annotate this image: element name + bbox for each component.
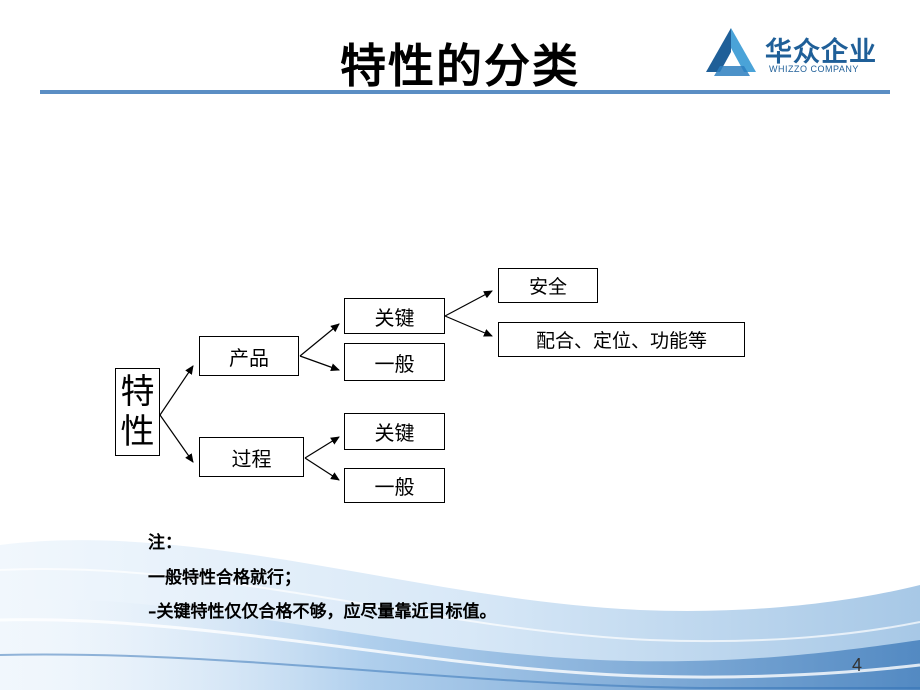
node-root-characteristic: 特性	[115, 368, 160, 456]
connector-root-product	[159, 365, 194, 416]
node-product-general: 一般	[344, 343, 445, 381]
node-key-fit-position-function: 配合、定位、功能等	[498, 322, 745, 357]
node-key-safety: 安全	[498, 268, 598, 303]
connector-key-fit	[444, 315, 493, 337]
node-product-general-label: 一般	[374, 351, 415, 376]
node-product-key-label: 关键	[374, 305, 415, 330]
node-process: 过程	[199, 437, 304, 477]
node-process-label: 过程	[231, 446, 272, 471]
slide-title: 特性的分类	[340, 39, 580, 93]
node-key-safety-label: 安全	[528, 276, 567, 298]
connector-root-process	[159, 414, 194, 463]
node-process-key-label: 关键	[374, 421, 415, 445]
notes-line-key: –关键特性仅仅合格不够，应尽量靠近目标值。	[148, 602, 497, 622]
node-process-general: 一般	[344, 468, 445, 503]
node-product-label: 产品	[229, 345, 269, 370]
title-divider	[40, 90, 890, 94]
node-product-key: 关键	[344, 298, 445, 334]
connector-product-general	[299, 355, 340, 372]
connector-product-key	[299, 323, 340, 357]
notes-line-general: 一般特性合格就行；	[148, 568, 301, 588]
node-key-fit-label: 配合、定位、功能等	[535, 330, 707, 352]
connector-process-key	[304, 436, 340, 459]
node-root-label: 特性	[120, 372, 155, 452]
company-logo: 华众企业 WHIZZO COMPANY	[700, 24, 890, 80]
logo-chinese-name: 华众企业	[765, 37, 877, 68]
notes-heading: 注：	[148, 533, 182, 553]
connector-key-safety	[444, 290, 493, 317]
page-number: 4	[852, 655, 863, 675]
company-logo-mark-icon	[706, 28, 756, 76]
node-product: 产品	[199, 336, 299, 376]
connector-process-general	[304, 457, 340, 481]
node-process-key: 关键	[344, 413, 445, 450]
logo-english-name: WHIZZO COMPANY	[769, 64, 859, 74]
node-process-general-label: 一般	[374, 475, 415, 499]
